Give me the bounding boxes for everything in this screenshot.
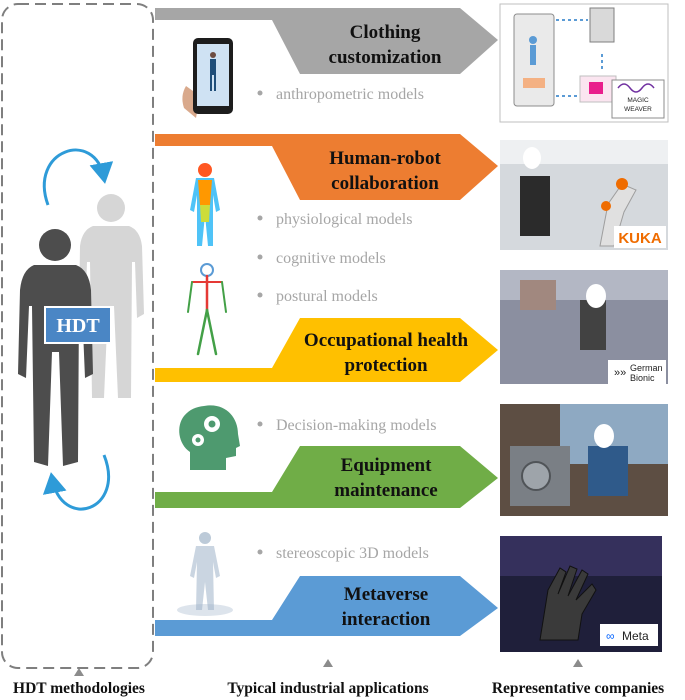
model-bullet — [257, 254, 263, 260]
banner-human-robot-collaboration — [155, 134, 498, 200]
german-bionic-company-photo: »» German Bionic — [500, 270, 668, 384]
logo-meta-infinity: ∞ — [606, 629, 615, 643]
head-gears-icon — [179, 405, 240, 470]
logo-magic-weaver-line1: MAGIC — [627, 97, 649, 104]
logo-german-bionic-line2: Bionic — [630, 373, 655, 383]
kuka-company-photo: KUKA — [500, 140, 668, 250]
smartphone-icon — [182, 38, 233, 118]
banner-clothing-line1: Clothing — [350, 22, 421, 43]
clothing-company-panel: MAGIC WEAVER — [499, 3, 669, 123]
model-bullet — [257, 215, 263, 221]
column-label-typical-industrial-applications: Typical industrial applications — [227, 680, 428, 697]
thermal-body-icon — [190, 163, 220, 246]
banner-metaverse-line2: interaction — [342, 609, 431, 630]
model-bullet — [257, 292, 263, 298]
column-label-representative-companies: Representative companies — [492, 680, 664, 697]
banner-metaverse-line1: Metaverse — [344, 584, 428, 605]
hdt-box — [44, 306, 112, 344]
banner-metaverse-interaction — [155, 576, 498, 636]
banner-equipment-line2: maintenance — [334, 480, 437, 501]
maintenance-company-photo — [500, 404, 668, 516]
banner-human-robot-line2: collaboration — [331, 173, 439, 194]
banner-occupational-line1: Occupational health — [304, 330, 469, 351]
banner-clothing-customization — [155, 8, 498, 74]
model-postural: postural models — [276, 288, 378, 305]
model-physiological: physiological models — [276, 211, 412, 228]
model-stereoscopic-3d: stereoscopic 3D models — [276, 545, 429, 562]
model-bullet — [257, 549, 263, 555]
skeleton-posture-icon — [187, 263, 227, 356]
banner-occupational-line2: protection — [344, 355, 427, 376]
methodologies-dashed-frame — [1, 3, 154, 669]
cycle-arrow-bottom — [42, 454, 111, 511]
middle-column-marker — [323, 659, 333, 667]
cycle-arrow-top — [42, 148, 114, 206]
banner-equipment-maintenance — [155, 446, 498, 508]
left-column-marker — [74, 668, 84, 676]
model-bullet — [257, 90, 263, 96]
logo-chevrons: »» — [614, 367, 626, 379]
logo-magic-weaver-line2: WEAVER — [624, 106, 652, 113]
banner-human-robot-line1: Human-robot — [329, 148, 441, 169]
meta-company-photo: ∞ Meta — [500, 536, 662, 652]
model-cognitive: cognitive models — [276, 250, 386, 267]
hdt-label: HDT — [56, 315, 100, 337]
banner-occupational-health-protection — [155, 318, 498, 382]
column-label-hdt-methodologies: HDT methodologies — [13, 680, 145, 697]
human-silhouette-light — [79, 194, 144, 398]
logo-german-bionic-line1: German — [630, 363, 663, 373]
logo-meta: Meta — [622, 629, 649, 643]
banner-clothing-line2: customization — [329, 47, 442, 68]
model-decision-making: Decision-making models — [276, 417, 436, 434]
model-anthropometric: anthropometric models — [276, 86, 424, 103]
right-column-marker — [573, 659, 583, 667]
banner-equipment-line1: Equipment — [341, 455, 432, 476]
logo-kuka: KUKA — [618, 230, 661, 247]
point-cloud-body-icon — [177, 532, 233, 616]
model-bullet — [257, 421, 263, 427]
